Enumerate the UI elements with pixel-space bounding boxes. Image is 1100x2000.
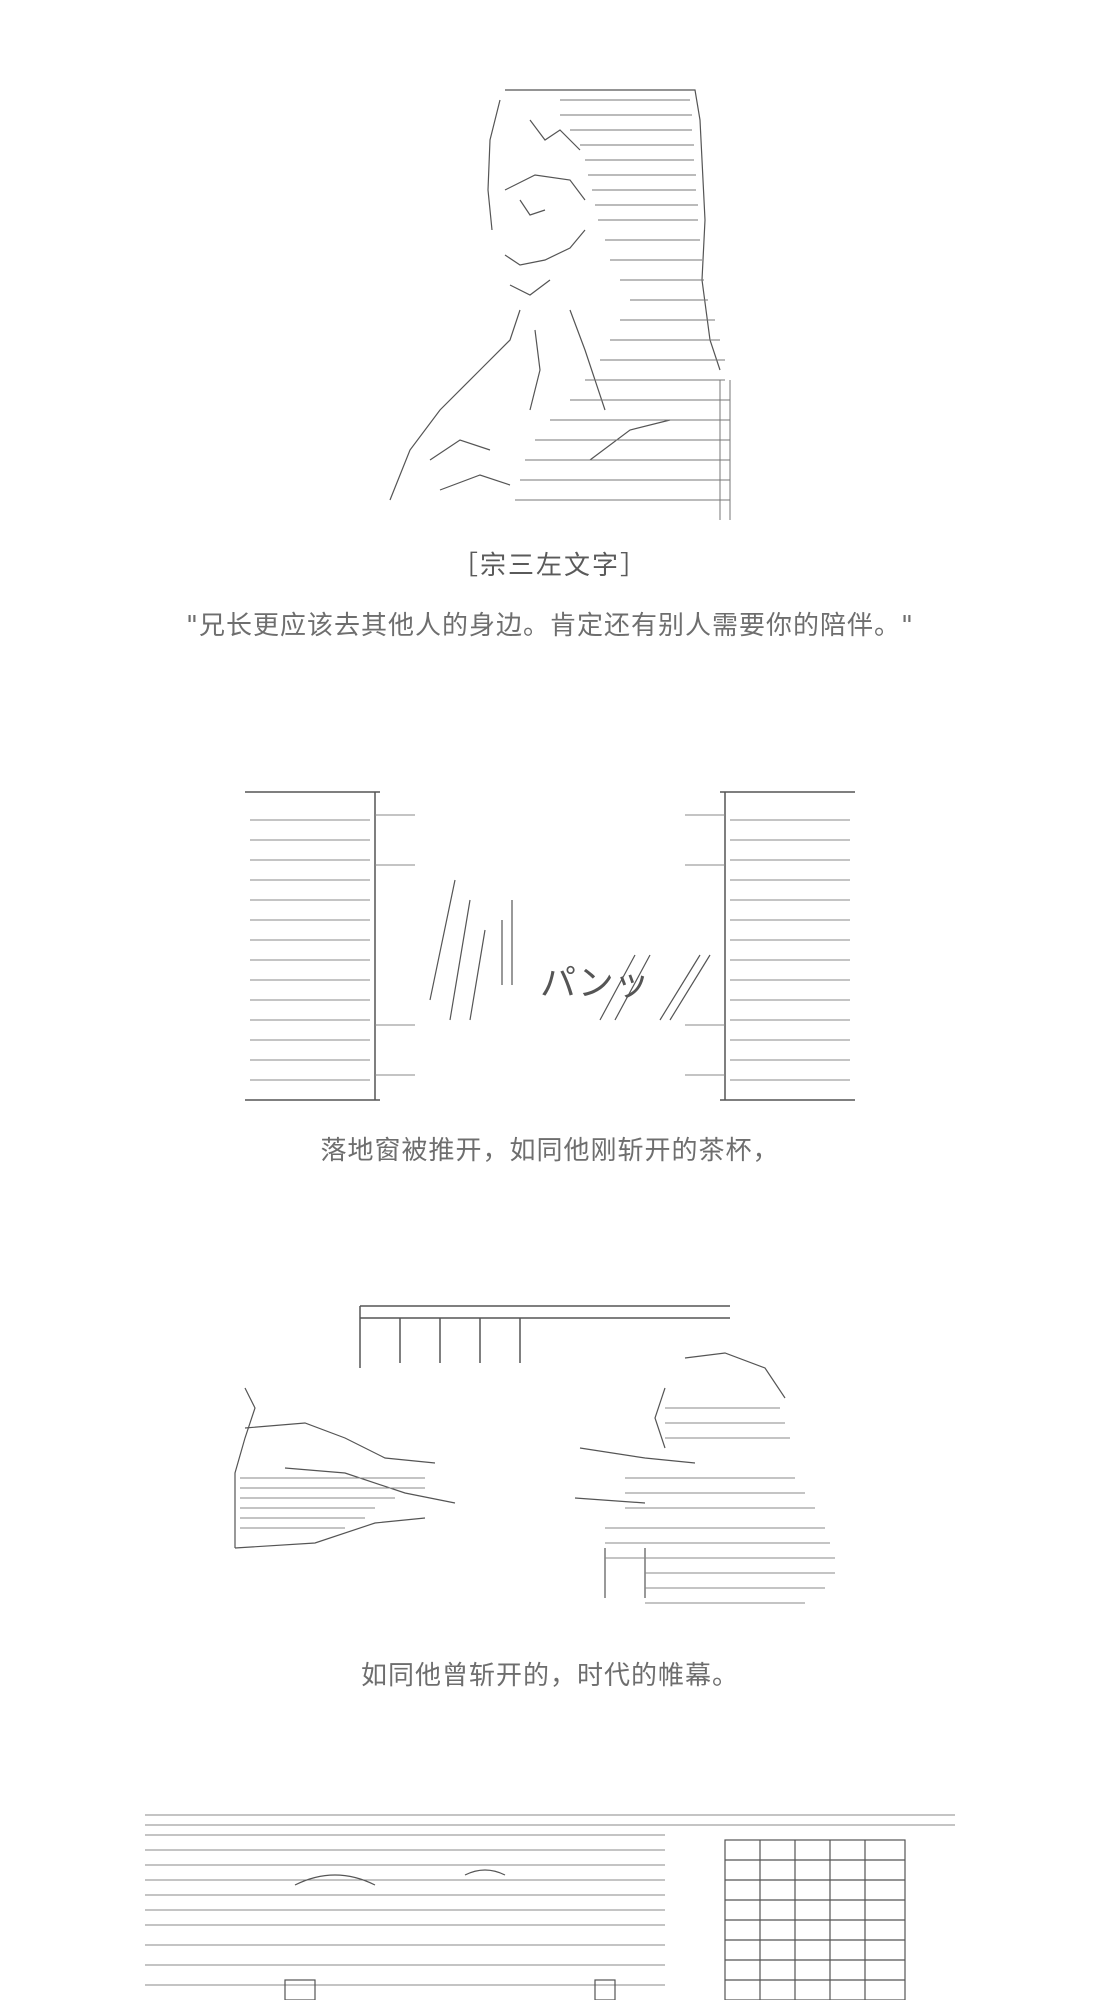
narration-line-2: 如同他曾斩开的，时代的帷幕。 [360,1661,739,1691]
figures-ascii-art [225,1298,875,1628]
landscape-ascii-art [145,1805,955,2000]
narration-line: 落地窗被推开，如同他刚斩开的茶杯， [320,1136,780,1166]
window-ascii-art: パンッ [240,780,860,1110]
speaker-name: ［宗三左文字］ [451,551,648,581]
scene-landscape [0,1805,1100,2000]
portrait-ascii-art [330,80,800,530]
scene-two-figures: 如同他曾斩开的，时代的帷幕。 [0,1290,1100,1691]
scene-portrait: ［宗三左文字］ "兄长更应该去其他人的身边。肯定还有别人需要你的陪伴。" [0,0,1100,650]
scene-window: パンッ 落地窗被推开，如同他刚斩开的茶杯， [0,770,1100,1170]
dialogue-line: "兄长更应该去其他人的身边。肯定还有别人需要你的陪伴。" [186,611,914,641]
sound-effect: パンッ [540,963,650,1004]
